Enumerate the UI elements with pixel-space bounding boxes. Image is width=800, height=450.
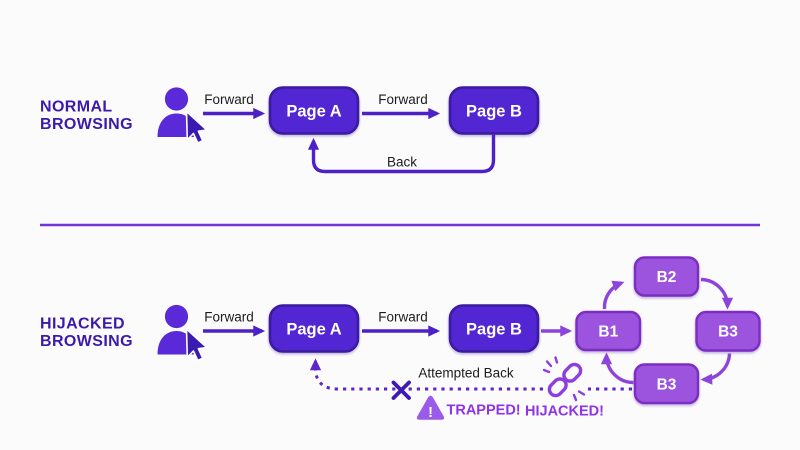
- page-a-box: [268, 304, 360, 353]
- forward-label: Forward: [204, 310, 254, 325]
- section-title-normal-line2: BROWSING: [40, 116, 133, 133]
- trapped-label: TRAPPED!: [447, 403, 521, 419]
- cursor-icon: [185, 110, 208, 144]
- section-title-hijacked-line2: BROWSING: [40, 333, 133, 350]
- loop-arrow-b1-to-b2: [602, 280, 625, 310]
- cursor-icon: [185, 328, 208, 362]
- x-mark-icon: [391, 380, 411, 400]
- loop-arrow-b3-to-b1: [600, 352, 634, 385]
- loop-node-b1-box: [575, 310, 642, 352]
- normal-browsing-section: NORMAL BROWSING Forward Page A Forward P…: [40, 86, 540, 174]
- page-b-label: Page B: [466, 321, 522, 339]
- back-arrow: [307, 134, 496, 174]
- warning-exclamation: !: [428, 405, 433, 421]
- loop-node-b2-box: [633, 256, 700, 297]
- loop-arrow-b3-to-b3: [700, 353, 732, 385]
- page-b-box: [448, 304, 540, 353]
- page-a-label: Page A: [286, 321, 341, 339]
- hijacked-label: HIJACKED!: [525, 404, 604, 420]
- loop-node-b2-label: B2: [657, 269, 677, 286]
- broken-chain-link-icon: [542, 356, 586, 402]
- section-title-hijacked-line1: HIJACKED: [40, 316, 125, 333]
- warning-triangle-icon: !: [416, 395, 445, 421]
- attempted-back-label: Attempted Back: [418, 366, 514, 381]
- hijacked-browsing-section: HIJACKED BROWSING Forward Page A Forward…: [40, 256, 761, 421]
- page-b-box: [448, 86, 540, 135]
- forward-label: Forward: [378, 92, 428, 107]
- loop-arrow-b2-to-b3: [700, 277, 734, 310]
- page-b-label: Page B: [466, 103, 522, 121]
- forward-label: Forward: [378, 310, 428, 325]
- attempted-back-dashed-arrow: [309, 358, 543, 391]
- page-a-label: Page A: [286, 103, 341, 121]
- loop-node-b3-bottom-label: B3: [657, 377, 677, 394]
- loop-node-b3-right-label: B3: [718, 324, 738, 341]
- forward-label: Forward: [204, 92, 254, 107]
- loop-node-b3-bottom-box: [633, 363, 700, 405]
- loop-node-b1-label: B1: [598, 324, 618, 341]
- back-label: Back: [387, 155, 417, 170]
- loop-node-b3-right-box: [695, 310, 761, 352]
- page-a-box: [268, 86, 360, 135]
- section-title-normal-line1: NORMAL: [40, 99, 113, 116]
